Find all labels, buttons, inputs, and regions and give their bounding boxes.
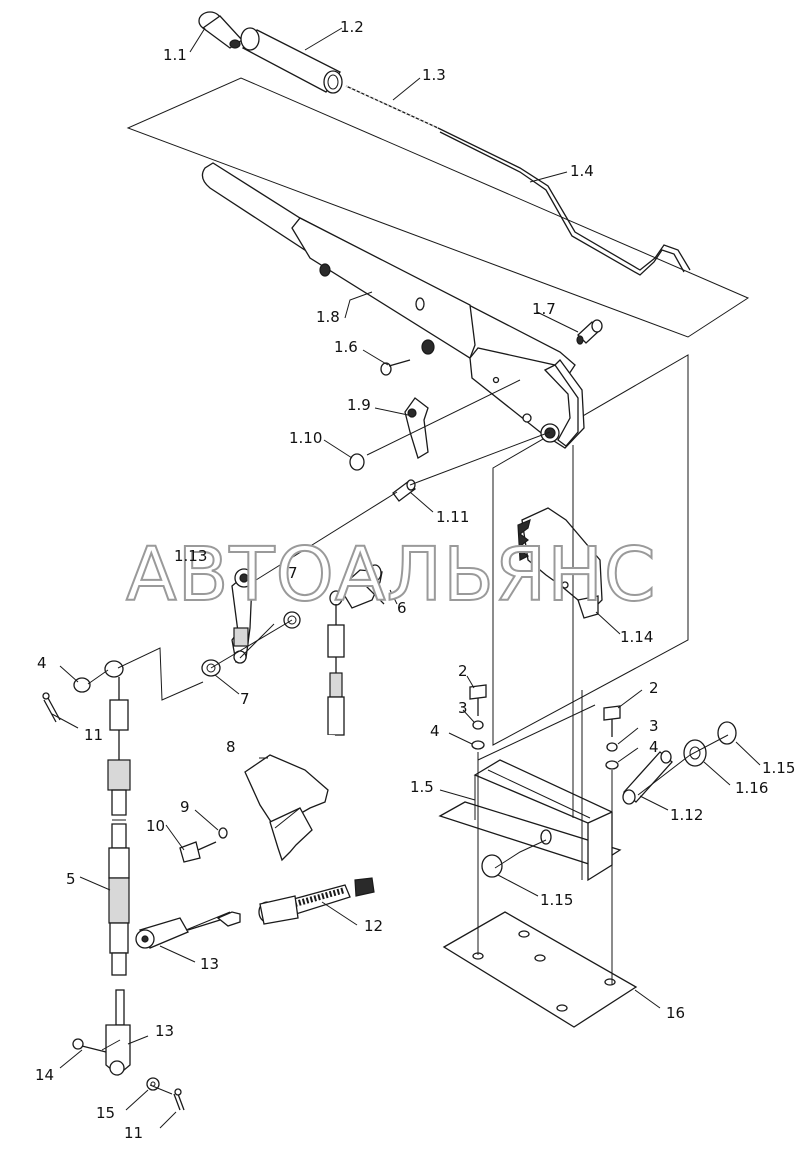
label-1-8: 1.8 <box>316 308 340 326</box>
label-1-13: 1.13 <box>174 547 207 565</box>
yoke-6 <box>339 564 385 609</box>
bolt-1-6 <box>380 339 435 376</box>
lever-knob-1-1 <box>198 11 243 49</box>
ring-1-10 <box>349 453 365 471</box>
alignment-lines <box>87 379 729 1095</box>
label-1-4: 1.4 <box>570 162 594 180</box>
label-7-lower: 7 <box>240 690 250 708</box>
label-4-right: 4 <box>649 738 659 756</box>
bolt-2-left <box>469 684 487 716</box>
label-1-7: 1.7 <box>532 300 556 318</box>
label-5: 5 <box>66 870 76 888</box>
cable-5 <box>104 660 131 1076</box>
label-13-lower: 13 <box>155 1022 174 1040</box>
axle-pin-1-11 <box>392 479 416 502</box>
label-11-upper: 11 <box>84 726 103 744</box>
cotter-pin-11-upper <box>42 692 61 723</box>
label-1-10: 1.10 <box>289 429 322 447</box>
label-1-9: 1.9 <box>347 396 371 414</box>
label-1-6: 1.6 <box>334 338 358 356</box>
label-2-left: 2 <box>458 662 468 680</box>
bolt-10 <box>179 841 217 863</box>
rod-1-4 <box>437 127 691 276</box>
label-4-center: 4 <box>430 722 440 740</box>
reference-plane-bracket <box>492 354 689 746</box>
label-1-5: 1.5 <box>410 778 434 796</box>
sleeve-1-2 <box>240 27 343 94</box>
washer-4-center <box>471 740 485 750</box>
label-2-right: 2 <box>649 679 659 697</box>
label-1-2: 1.2 <box>340 18 364 36</box>
circlip-1-15-right <box>717 721 737 745</box>
label-14: 14 <box>35 1066 54 1084</box>
axle-1-12 <box>622 750 673 805</box>
washer-1-16 <box>683 739 707 767</box>
mounting-plate-16 <box>442 911 638 1028</box>
sector-1-14 <box>517 507 603 619</box>
label-1-3: 1.3 <box>422 66 446 84</box>
pawl-1-9 <box>404 397 429 459</box>
washer-3-left <box>472 720 484 730</box>
lever-body-1-8 <box>201 162 576 396</box>
label-3-left: 3 <box>458 699 468 717</box>
label-12: 12 <box>364 917 383 935</box>
pin-1-7 <box>576 319 603 345</box>
clevis-13-right <box>135 911 241 949</box>
label-1-14: 1.14 <box>620 628 653 646</box>
washer-3-right <box>606 742 618 752</box>
label-8: 8 <box>226 738 236 756</box>
part-labels: 1.1 1.2 1.3 1.4 1.5 1.6 1.7 1.8 1.9 1.10… <box>35 18 795 1142</box>
label-3-right: 3 <box>649 717 659 735</box>
label-1-1: 1.1 <box>163 46 187 64</box>
label-15: 15 <box>96 1104 115 1122</box>
label-1-15-right: 1.15 <box>762 759 795 777</box>
label-16: 16 <box>666 1004 685 1022</box>
spring-1-3 <box>345 85 439 129</box>
link-1-13 <box>231 568 254 664</box>
label-1-12: 1.12 <box>670 806 703 824</box>
label-9: 9 <box>180 798 190 816</box>
reference-plane-upper <box>126 77 750 338</box>
label-6: 6 <box>397 599 407 617</box>
label-4-left: 4 <box>37 654 47 672</box>
lever-plate-1-5 <box>469 347 585 449</box>
label-1-15-lower: 1.15 <box>540 891 573 909</box>
bolt-2-right <box>603 705 621 737</box>
circlip-1-15-lower <box>481 854 503 878</box>
label-1-11: 1.11 <box>436 508 469 526</box>
bracket-8 <box>244 754 329 862</box>
washer-4-right <box>605 760 619 770</box>
cotter-pin-11-lower <box>173 1088 185 1111</box>
label-13-right: 13 <box>200 955 219 973</box>
label-1-16: 1.16 <box>735 779 768 797</box>
pin-14 <box>72 1038 107 1053</box>
label-7-upper: 7 <box>288 564 298 582</box>
cable-12 <box>258 590 418 925</box>
leader-lines <box>51 27 761 1129</box>
watermark-text: АВТОАЛЬЯНС <box>126 532 657 618</box>
label-11-lower: 11 <box>124 1124 143 1142</box>
support-1-5 <box>438 759 622 882</box>
washer-9 <box>218 827 228 839</box>
label-10: 10 <box>146 817 165 835</box>
